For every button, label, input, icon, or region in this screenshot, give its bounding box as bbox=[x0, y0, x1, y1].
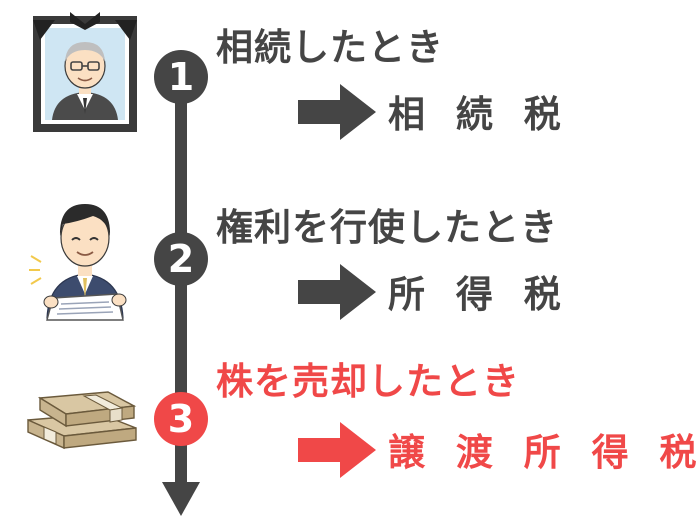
step-1-tax-label: 相 続 税 bbox=[388, 93, 570, 136]
businessman-with-document-icon bbox=[29, 204, 127, 321]
step-2-event-label: 権利を行使したとき bbox=[216, 206, 558, 249]
memorial-portrait-icon bbox=[33, 12, 137, 132]
step-1-event-label: 相続したとき bbox=[216, 26, 444, 69]
step-1-number: 1 bbox=[154, 50, 208, 104]
down-arrow-icon bbox=[162, 482, 200, 516]
right-arrow-icon bbox=[298, 84, 376, 140]
right-arrow-icon bbox=[298, 422, 376, 478]
step-3-event-label: 株を売却したとき bbox=[216, 360, 520, 403]
cash-bundles-icon bbox=[27, 391, 137, 450]
step-3-tax-label: 譲 渡 所 得 税 bbox=[388, 431, 700, 474]
step-2-tax-label: 所 得 税 bbox=[388, 273, 570, 316]
step-2-number: 2 bbox=[154, 232, 208, 286]
right-arrow-icon bbox=[298, 264, 376, 320]
step-3-number: 3 bbox=[154, 392, 208, 446]
